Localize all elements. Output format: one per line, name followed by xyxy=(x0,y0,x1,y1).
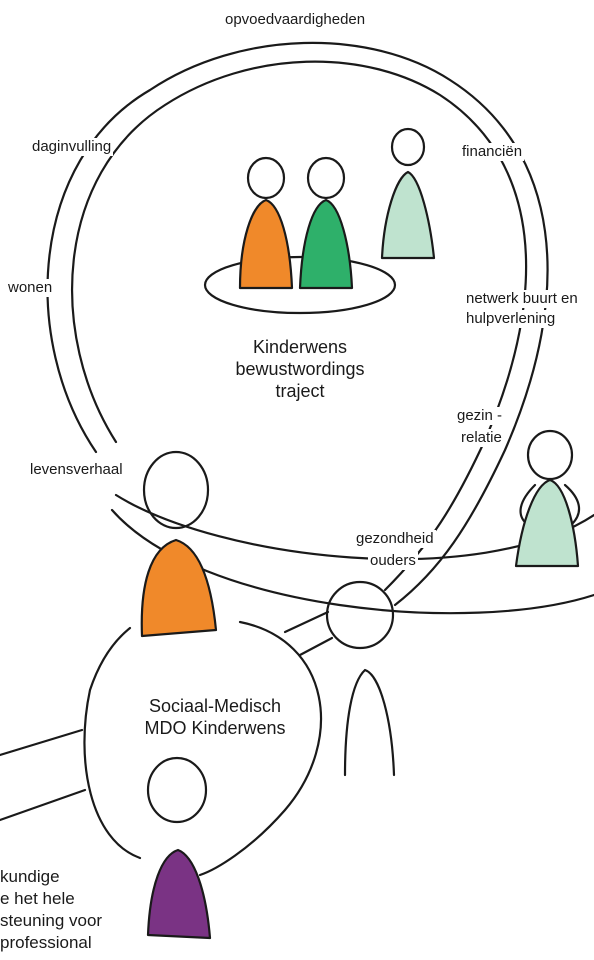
label-netwerk-line2: hulpverlening xyxy=(464,310,558,328)
label-gezondheid-line1: gezondheid xyxy=(354,530,436,548)
label-levensverhaal: levensverhaal xyxy=(28,461,125,479)
table-ellipse xyxy=(203,255,397,315)
connector-line-2 xyxy=(298,636,334,657)
body-orange-left xyxy=(238,198,294,290)
label-financien: financiën xyxy=(460,143,525,161)
bottom-left-line1: kundige xyxy=(0,867,60,886)
mdo-circle xyxy=(83,620,323,877)
bottom-left-line4: professional xyxy=(0,933,92,952)
mdo-title: Sociaal-Medisch MDO Kinderwens xyxy=(130,695,300,739)
center-title-line3: traject xyxy=(275,381,325,401)
label-wonen: wonen xyxy=(6,279,55,297)
head-white-connector xyxy=(325,580,395,650)
body-white-connector xyxy=(343,668,396,777)
head-mint-right xyxy=(390,127,426,167)
label-gezin-line1: gezin - xyxy=(455,407,505,425)
head-orange-left xyxy=(246,156,286,200)
bottom-left-line2: e het hele xyxy=(0,889,75,908)
body-green-middle xyxy=(298,198,354,290)
body-mint-far-right xyxy=(514,478,580,568)
left-band-line-1 xyxy=(0,728,84,757)
label-daginvulling: daginvulling xyxy=(30,138,114,156)
bottom-left-line3: steuning voor xyxy=(0,911,103,930)
inner-ring-line xyxy=(71,60,528,592)
bottom-left-text: kundige e het hele steuning voor profess… xyxy=(0,866,102,954)
body-purple-bottom xyxy=(146,848,212,940)
outer-ring-line xyxy=(46,41,549,607)
head-mint-far-right xyxy=(526,429,574,481)
center-title: Kinderwens bewustwordings traject xyxy=(218,336,382,402)
mdo-title-line1: Sociaal-Medisch xyxy=(148,696,282,716)
band-line-bottom xyxy=(110,508,594,615)
head-orange-mdo xyxy=(142,450,210,530)
label-netwerk-line1: netwerk buurt en xyxy=(464,290,580,308)
label-opvoedvaardigheden: opvoedvaardigheden xyxy=(223,11,368,29)
label-gezin-line2: relatie xyxy=(459,429,504,447)
left-band-line-2 xyxy=(0,788,87,822)
head-purple-bottom xyxy=(146,756,208,824)
center-title-line1: Kinderwens xyxy=(252,337,348,357)
label-gezondheid-line2: ouders xyxy=(368,552,418,570)
center-title-line2: bewustwordings xyxy=(235,359,365,379)
mdo-title-line2: MDO Kinderwens xyxy=(144,718,286,738)
head-green-middle xyxy=(306,156,346,200)
body-orange-mdo xyxy=(140,538,218,638)
connector-line-1 xyxy=(283,610,330,634)
body-mint-right xyxy=(380,170,436,260)
